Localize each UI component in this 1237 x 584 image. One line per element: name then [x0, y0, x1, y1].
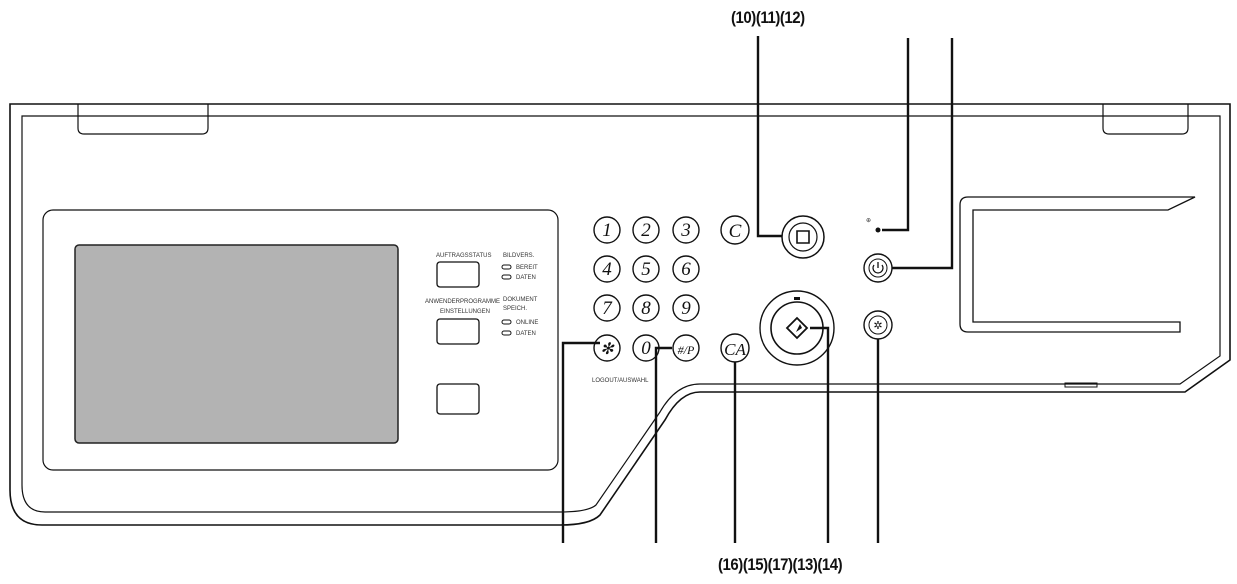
left-tab	[77, 104, 209, 135]
digit-key-5-label: 5	[641, 259, 651, 280]
display-housing	[42, 209, 559, 471]
bottom-notch	[1064, 382, 1098, 388]
digit-key-7[interactable]	[593, 294, 621, 322]
ready-led	[501, 264, 512, 270]
energy-save-icon: ✲	[873, 319, 882, 332]
data2-led	[501, 330, 512, 336]
start-icon-arrow	[796, 324, 802, 332]
main-power-indicator	[875, 227, 881, 233]
system-settings-label-1: ANWENDERPROGRAMME	[425, 299, 500, 305]
job-status-key[interactable]	[436, 261, 480, 288]
system-settings-key[interactable]	[436, 318, 480, 345]
digit-key-0-label: 0	[641, 338, 651, 359]
digit-key-6[interactable]	[672, 255, 700, 283]
digit-key-2[interactable]	[632, 216, 660, 244]
data-led	[501, 274, 512, 280]
touch-panel-screen[interactable]	[74, 244, 399, 444]
power-key-inner	[868, 258, 888, 278]
digit-key-1[interactable]	[593, 216, 621, 244]
stop-icon	[796, 230, 810, 244]
callout-bottom: (16)(15)(17)(13)(14)	[718, 555, 843, 574]
data2-label: DATEN	[516, 331, 536, 337]
filing-label: SPEICH.	[503, 306, 527, 312]
callout-top: (10)(11)(12)	[731, 8, 805, 27]
user-key[interactable]	[436, 383, 480, 415]
digit-key-1-label: 1	[602, 220, 612, 241]
energy-save-key-inner	[868, 315, 888, 335]
stop-key[interactable]	[781, 215, 825, 259]
logout-label: LOGOUT/AUSWAHL	[592, 378, 649, 384]
stop-key-ring	[788, 222, 818, 252]
online-led	[501, 319, 512, 325]
hash-program-key[interactable]	[672, 334, 700, 362]
online-label: ONLINE	[516, 320, 538, 326]
panel-inner-outline	[21, 115, 1221, 513]
digit-key-9-label: 9	[681, 298, 691, 319]
digit-key-4[interactable]	[593, 255, 621, 283]
digit-key-5[interactable]	[632, 255, 660, 283]
digit-key-7-label: 7	[602, 298, 613, 319]
digit-key-8-label: 8	[641, 298, 651, 319]
digit-key-2-label: 2	[641, 220, 651, 241]
digit-key-6-label: 6	[681, 259, 691, 280]
digit-key-4-label: 4	[602, 259, 612, 280]
star-key[interactable]	[593, 334, 621, 362]
system-settings-label-2: EINSTELLUNGEN	[440, 309, 490, 315]
digit-key-9[interactable]	[672, 294, 700, 322]
power-icon	[872, 262, 884, 274]
clear-all-key-label: CA	[724, 340, 746, 359]
start-icon	[785, 316, 809, 340]
digit-key-8[interactable]	[632, 294, 660, 322]
right-tab	[1102, 104, 1189, 135]
right-slot	[959, 196, 1196, 333]
clear-key-label: C	[729, 221, 742, 242]
lock-icon: ⊕	[866, 218, 871, 224]
hash-program-key-label: #/P	[678, 343, 695, 357]
data-label: DATEN	[516, 275, 536, 281]
star-key-label: ✻	[600, 341, 615, 358]
panel-outline	[9, 103, 1231, 526]
ready-label: BEREIT	[516, 265, 538, 271]
document-filing-label: DOKUMENT	[503, 297, 538, 303]
digit-key-3[interactable]	[672, 216, 700, 244]
leader-lines	[561, 36, 954, 543]
start-key-ring	[759, 290, 835, 366]
digit-key-3-label: 3	[680, 220, 691, 241]
image-send-label: BILDVERS.	[503, 253, 535, 259]
job-status-label: AUFTRAGSSTATUS	[436, 253, 491, 259]
start-led	[794, 297, 800, 300]
clear-key[interactable]	[720, 215, 750, 245]
